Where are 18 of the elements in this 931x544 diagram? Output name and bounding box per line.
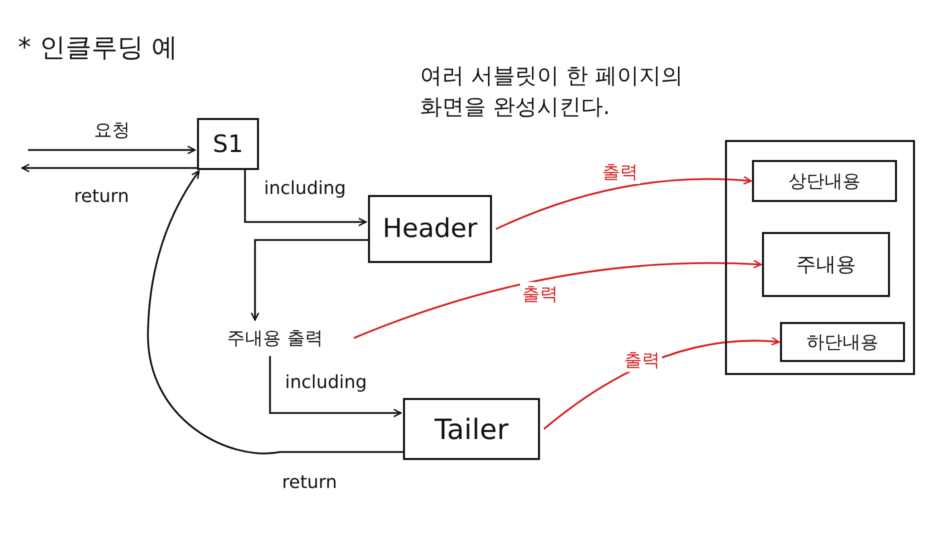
arrow xyxy=(269,356,402,418)
arrow xyxy=(147,170,403,454)
arrow xyxy=(28,146,196,154)
process-box: 상단내용 xyxy=(752,160,897,202)
process-box: Tailer xyxy=(403,398,540,460)
page-frame xyxy=(725,140,915,375)
process-box: 주내용 xyxy=(762,232,890,297)
process-box: S1 xyxy=(197,118,259,170)
arrow xyxy=(244,170,367,226)
title: * 인클루딩 예 xyxy=(18,32,178,65)
process-box: Header xyxy=(368,195,492,263)
arrow xyxy=(21,164,197,172)
note-text: 여러 서블릿이 한 페이지의 화면을 완성시킨다. xyxy=(420,63,684,122)
arrow xyxy=(496,176,752,230)
process-box: 하단내용 xyxy=(780,322,905,362)
arrow xyxy=(354,260,762,339)
arrow xyxy=(250,239,368,321)
text-label: 주내용 출력 xyxy=(200,322,350,354)
